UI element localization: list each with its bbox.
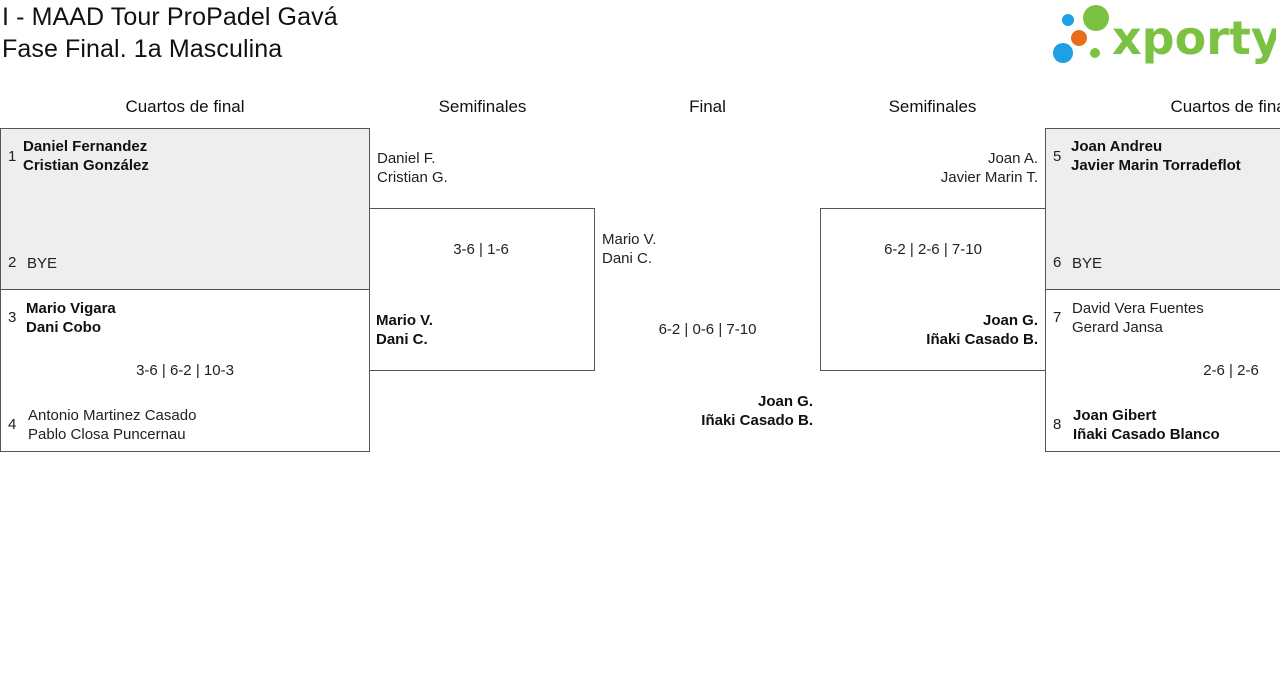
logo-dot-green (1083, 5, 1109, 31)
player-name: Joan G. (757, 393, 813, 410)
player-name: Joan A. (987, 150, 1038, 167)
player-name: Pablo Closa Puncernau (28, 426, 186, 443)
player-name: David Vera Fuentes (1072, 300, 1204, 317)
bye-label: BYE (1072, 255, 1103, 272)
player-name: Mario V. (602, 231, 657, 248)
column-header-qf-left: Cuartos de final (125, 97, 245, 116)
match-score: 3-6 | 6-2 | 10-3 (136, 362, 234, 379)
qf-right-match-1[interactable]: 5 Joan Andreu Javier Marin Torradeflot 6… (1045, 128, 1280, 290)
player-name: Joan Andreu (1071, 138, 1163, 155)
player-name: Mario Vigara (26, 300, 116, 317)
player-name: Gerard Jansa (1072, 319, 1163, 336)
seed-number: 4 (8, 416, 17, 433)
final-score: 6-2 | 0-6 | 7-10 (658, 321, 757, 338)
phase-subtitle: Fase Final. 1a Masculina (2, 35, 283, 63)
qf-left-match-2[interactable]: 3 Mario Vigara Dani Cobo 3-6 | 6-2 | 10-… (0, 289, 370, 452)
seed-number: 3 (8, 309, 17, 326)
seed-number: 5 (1053, 148, 1062, 165)
player-name: Javier Marin T. (940, 169, 1038, 186)
column-header-sf-left: Semifinales (438, 97, 527, 116)
player-name: Antonio Martinez Casado (28, 407, 197, 424)
logo-dot-orange (1071, 30, 1087, 46)
column-header-qf-right: Cuartos de final (1170, 97, 1280, 116)
match-score: 2-6 | 2-6 (1203, 362, 1259, 379)
qf-left-match-1[interactable]: 1 Daniel Fernandez Cristian González 2 B… (0, 128, 370, 290)
xporty-logo[interactable]: xporty (1050, 4, 1280, 66)
player-name: Joan Gibert (1073, 407, 1157, 424)
player-name: Iñaki Casado Blanco (1073, 426, 1220, 443)
player-name: Cristian González (23, 157, 149, 174)
seed-number: 8 (1053, 416, 1062, 433)
match-score: 6-2 | 2-6 | 7-10 (884, 241, 982, 258)
player-name: Dani Cobo (26, 319, 101, 336)
seed-number: 1 (8, 148, 17, 165)
player-name: Iñaki Casado B. (926, 331, 1038, 348)
player-name: Daniel Fernandez (23, 138, 148, 155)
tournament-title: I - MAAD Tour ProPadel Gavá (2, 3, 338, 31)
player-name: Dani C. (602, 250, 653, 267)
player-name: Dani C. (376, 331, 428, 348)
column-header-sf-right: Semifinales (888, 97, 977, 116)
seed-number: 2 (8, 254, 17, 271)
column-header-final: Final (689, 97, 726, 116)
player-name: Javier Marin Torradeflot (1071, 157, 1241, 174)
logo-dot-blue-large (1053, 43, 1073, 63)
seed-number: 6 (1053, 254, 1062, 271)
player-name: Daniel F. (377, 150, 436, 167)
logo-dot-blue-small (1062, 14, 1074, 26)
bye-label: BYE (27, 255, 58, 272)
player-name: Iñaki Casado B. (701, 412, 813, 429)
logo-text: xporty (1112, 11, 1276, 65)
qf-right-match-2[interactable]: 7 David Vera Fuentes Gerard Jansa 2-6 | … (1045, 289, 1280, 452)
player-name: Joan G. (982, 312, 1038, 329)
xporty-logo-icon: xporty (1053, 5, 1280, 65)
sf-right-match[interactable]: 6-2 | 2-6 | 7-10 Joan G. Iñaki Casado B. (820, 208, 1046, 371)
seed-number: 7 (1053, 309, 1062, 326)
logo-dot-green-small (1090, 48, 1100, 58)
player-name: Mario V. (376, 312, 433, 329)
sf-left-match[interactable]: 3-6 | 1-6 Mario V. Dani C. (369, 208, 595, 371)
player-name: Cristian G. (377, 169, 448, 186)
match-score: 3-6 | 1-6 (453, 241, 509, 258)
